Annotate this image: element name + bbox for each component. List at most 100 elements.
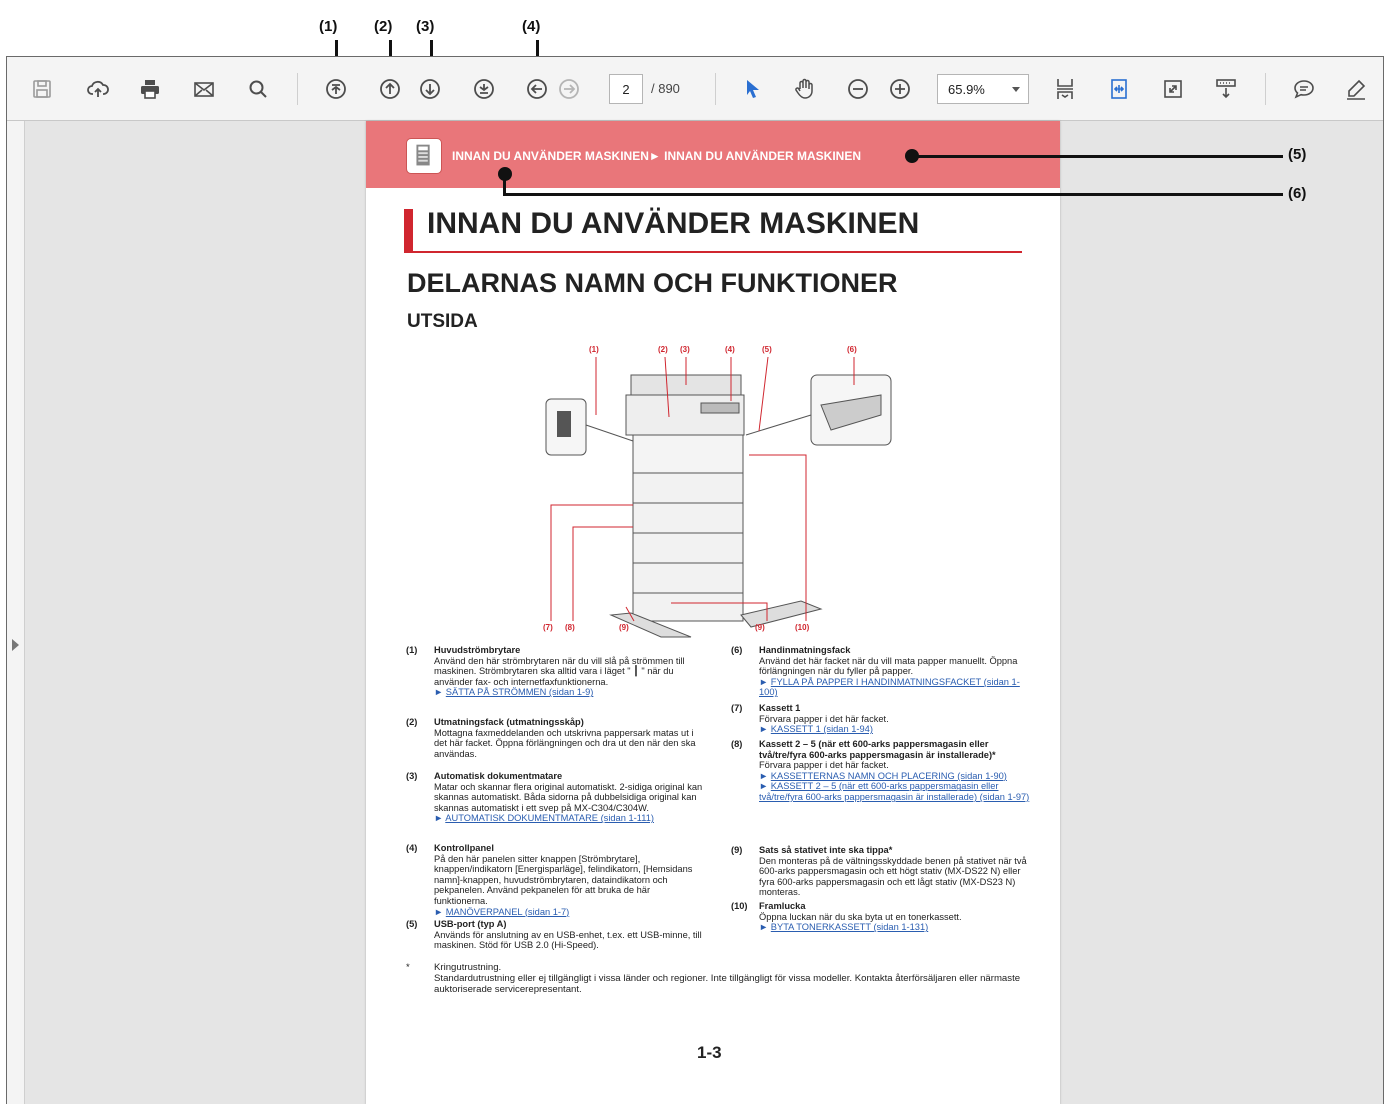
annotation-pointer-1 [335,40,338,58]
annotation-dot-5 [905,149,919,163]
toolbar-separator [715,73,716,105]
select-tool-icon[interactable] [739,75,767,103]
next-page-icon[interactable] [416,75,444,103]
toolbar-separator [1265,73,1266,105]
footnote-line: Standardutrustning eller ej tillgängligt… [434,972,1021,995]
scroll-mode-icon[interactable] [1212,75,1240,103]
part-title: Framlucka [759,901,806,911]
footnote: * Kringutrustning. Standardutrustning el… [406,962,1046,995]
link-arrow-icon: ► [759,781,771,792]
annotation-pointer-6 [503,193,1283,196]
link-arrow-icon: ► [434,687,446,698]
part-text: Använd den här strömbrytaren när du vill… [434,655,685,687]
subsection-title: UTSIDA [407,311,478,332]
part-text: Mottagna faxmeddelanden och utskrivna pa… [434,727,696,759]
last-page-icon[interactable] [470,75,498,103]
part-number: (2) [406,717,418,727]
fit-width-icon[interactable] [1105,75,1133,103]
annotation-label-4: (4) [522,18,541,35]
part-title: Kontrollpanel [434,843,494,853]
part-number: (6) [731,645,743,655]
part-number: (1) [406,645,418,655]
zoom-out-icon[interactable] [844,75,872,103]
heading-accent-bar [404,209,413,251]
part-link[interactable]: KASSETT 1 (sidan 1-94) [770,724,873,735]
annotation-label-2: (2) [374,18,393,35]
annotation-label-1: (1) [319,18,338,35]
comment-icon[interactable] [1290,75,1318,103]
save-icon[interactable] [28,75,56,103]
full-screen-icon[interactable] [1159,75,1187,103]
diagram-callout-9a: (9) [619,623,629,632]
diagram-callout-3: (3) [680,345,690,354]
page-number-input[interactable]: 2 [609,74,643,104]
breadcrumb[interactable]: INNAN DU ANVÄNDER MASKINEN► INNAN DU ANV… [452,149,861,163]
diagram-callout-10: (10) [795,623,810,632]
annotation-label-5: (5) [1288,146,1307,163]
side-panel-toggle[interactable] [7,121,25,1104]
annotation-label-6: (6) [1288,185,1307,202]
diagram-callout-2: (2) [658,345,668,354]
footnote-mark: * [406,962,410,973]
part-number: (5) [406,919,418,929]
highlight-icon[interactable] [1342,75,1370,103]
first-page-icon[interactable] [322,75,350,103]
toolbar: 2 / 890 65.9% [7,57,1383,121]
annotation-pointer-4 [536,40,539,58]
chevron-right-icon [12,639,19,651]
part-link[interactable]: MANÖVERPANEL (sidan 1-7) [445,906,570,917]
part-link[interactable]: KASSETTERNAS NAMN OCH PLACERING (sidan 1… [770,770,1007,781]
part-text: Den monteras på de vältningsskyddade ben… [759,855,1027,898]
part-text: På den här panelen sitter knappen [Ström… [434,853,693,906]
part-description-8: (8) Kassett 2 – 5 (när ett 600-arks papp… [731,739,1031,803]
section-title: DELARNAS NAMN OCH FUNKTIONER [407,268,898,298]
part-link[interactable]: KASSETT 2 – 5 (när ett 600-arks pappersm… [759,781,1030,802]
hand-tool-icon[interactable] [791,75,819,103]
part-number: (4) [406,843,418,853]
email-icon[interactable] [190,75,218,103]
zoom-in-icon[interactable] [886,75,914,103]
part-text: Förvara papper i det här facket. [759,760,889,771]
annotation-pointer-5 [917,155,1283,158]
upload-icon[interactable] [84,75,112,103]
link-arrow-icon: ► [759,724,771,735]
print-icon[interactable] [136,75,164,103]
page-total: / 890 [651,81,680,96]
diagram-callout-1: (1) [589,345,599,354]
part-text: Matar och skannar flera original automat… [434,781,703,813]
fit-page-icon[interactable] [1051,75,1079,103]
link-arrow-icon: ► [759,770,771,781]
part-link[interactable]: SÄTTA PÅ STRÖMMEN (sidan 1-9) [445,687,594,698]
next-view-icon[interactable] [555,75,583,103]
previous-view-icon[interactable] [523,75,551,103]
page-number: 1-3 [697,1043,722,1062]
part-number: (7) [731,703,743,713]
part-link[interactable]: BYTA TONERKASSETT (sidan 1-131) [770,922,929,933]
part-title: Kassett 2 – 5 (när ett 600-arks pappersm… [759,739,996,760]
part-link[interactable]: AUTOMATISK DOKUMENTMATARE (sidan 1-111) [445,813,654,824]
pdf-page: INNAN DU ANVÄNDER MASKINEN► INNAN DU ANV… [366,121,1060,1104]
diagram-callout-4: (4) [725,345,735,354]
heading-rule [404,251,1022,253]
annotation-pointer-2 [389,40,392,58]
diagram-callout-6: (6) [847,345,857,354]
search-icon[interactable] [244,75,272,103]
pdf-viewer-window: 2 / 890 65.9% INNAN DU ANVÄNDER MASKINEN… [6,56,1384,1104]
part-description-9: (9) Sats så stativet inte ska tippa*Den … [731,845,1031,898]
part-number: (3) [406,771,418,781]
part-title: Sats så stativet inte ska tippa* [759,845,893,855]
part-description-2: (2) Utmatningsfack (utmatningsskåp)Motta… [406,717,706,759]
document-view[interactable]: INNAN DU ANVÄNDER MASKINEN► INNAN DU ANV… [7,121,1383,1104]
link-arrow-icon: ► [434,906,446,917]
annotation-pointer-6-vertical [503,176,506,196]
toolbar-separator [297,73,298,105]
part-link[interactable]: FYLLA PÅ PAPPER I HANDINMATNINGSFACKET (… [759,676,1020,698]
previous-page-icon[interactable] [376,75,404,103]
diagram-callout-8: (8) [565,623,575,632]
zoom-select[interactable]: 65.9% [937,74,1029,104]
part-text: Förvara papper i det här facket. [759,713,889,724]
